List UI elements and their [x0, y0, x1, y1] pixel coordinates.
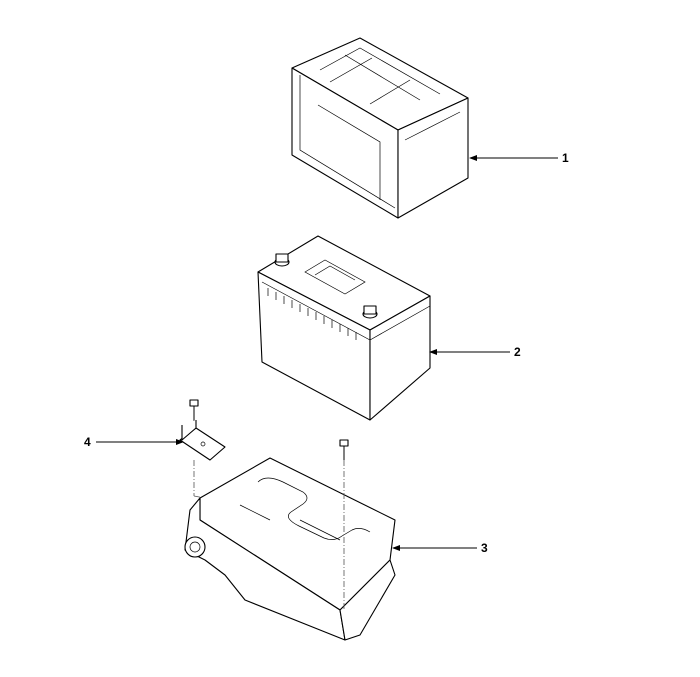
callout-label-3: 3	[481, 541, 488, 555]
callout-label-2: 2	[514, 345, 521, 359]
battery-cover	[291, 37, 469, 219]
battery	[257, 235, 431, 421]
callout-label-1: 1	[562, 151, 569, 165]
callout-label-4: 4	[84, 435, 91, 449]
battery-tray	[184, 439, 396, 641]
